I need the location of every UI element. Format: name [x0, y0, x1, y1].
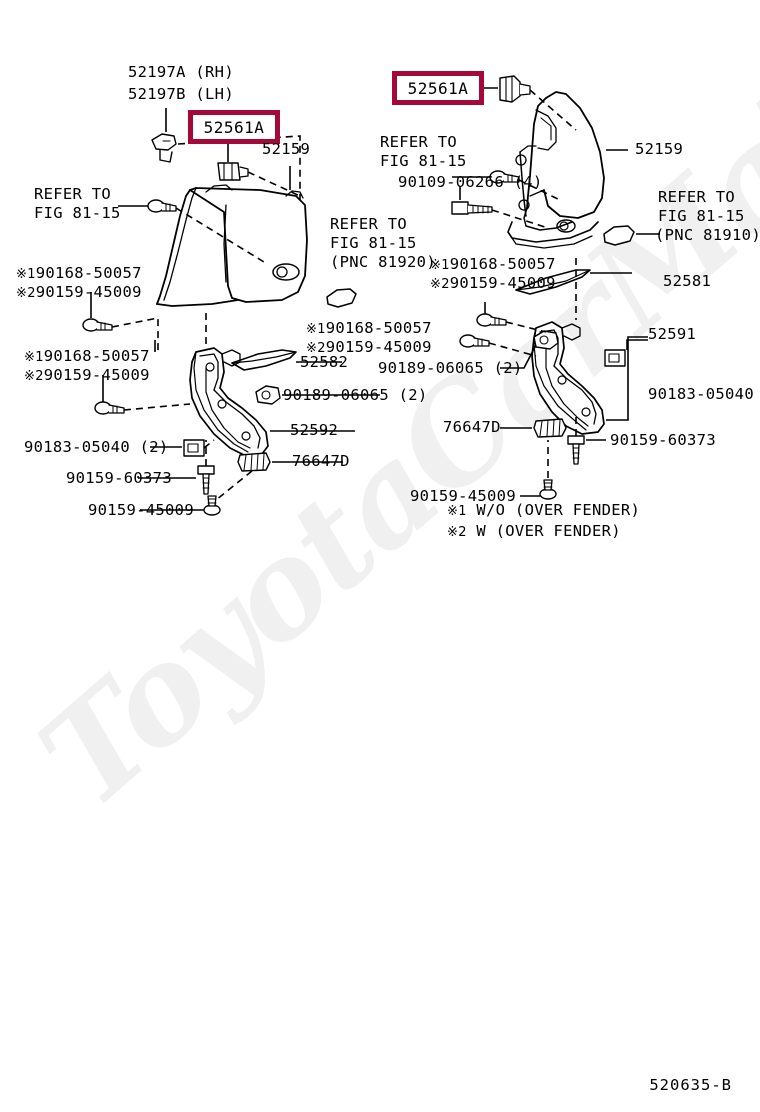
fastener-52561a-right [499, 75, 531, 103]
part-pnc-81920 [326, 288, 357, 308]
label-90183-right: 90183-05040 (2) [648, 385, 754, 403]
label-90159-60373-left: 90159-60373 [66, 469, 172, 487]
label-refer-right-mid-line1: REFER TO [658, 188, 736, 206]
label-mark1-b-value: 90168-50057 [325, 319, 432, 337]
fastener-mk-left-b [94, 401, 125, 415]
label-mark2-c-value: 90159-45009 [43, 366, 150, 384]
label-76647d-left: 76647D [292, 452, 350, 470]
highlight-callout-52561a-right[interactable]: 52561A [392, 71, 484, 105]
label-90159-60373-right: 90159-60373 [610, 431, 716, 449]
label-90159-45009-left: 90159-45009 [88, 501, 194, 519]
fastener-90159-60373-left [197, 465, 215, 495]
label-refer-right-mid-line3: (PNC 81910) [655, 226, 760, 244]
reference-mark-1-b: ※1 [306, 322, 326, 337]
label-refer-left-mid-line1: REFER TO [330, 215, 408, 233]
left-bumper-corner [156, 184, 308, 307]
part-52591-bracket [531, 321, 605, 435]
legend-text-1: W/O (OVER FENDER) [476, 501, 641, 519]
fastener-52561a-left [217, 162, 249, 181]
label-90159-45009-right: 90159-45009 [410, 487, 516, 505]
legend-line-2: ※2 W (OVER FENDER) [447, 522, 621, 542]
label-mark2-a-value: 90159-45009 [35, 283, 142, 301]
label-90189-right: 90189-06065 (2) [378, 359, 523, 377]
reference-mark-1-c: ※1 [24, 350, 44, 365]
fastener-90159-60373-right [567, 435, 585, 465]
fastener-90189-right [533, 330, 559, 350]
label-52592: 52592 [290, 421, 339, 439]
fastener-90159-45009-left [203, 495, 221, 516]
assembly-lines [111, 89, 577, 501]
label-52582: 52582 [300, 353, 349, 371]
label-90189-left: 90189-06065 (2) [283, 386, 428, 404]
leader-lines [90, 87, 660, 511]
label-refer-left-mid-line2: FIG 81-15 [330, 234, 417, 252]
fastener-52197-clip [151, 133, 177, 163]
label-mark1-c-value: 90168-50057 [43, 347, 150, 365]
fastener-mk-right-a [476, 313, 507, 327]
part-52592-bracket [189, 347, 269, 457]
label-refer-right-top-line1: REFER TO [380, 133, 458, 151]
fastener-76647d-right [533, 418, 567, 438]
label-mark1-a-value: 90168-50057 [35, 264, 142, 282]
part-52582-blade [231, 349, 297, 371]
label-mark2-d-value: 90159-45009 [449, 274, 556, 292]
label-mark2-a: ※290159-45009 [16, 283, 142, 303]
label-52197a: 52197A (RH) [128, 63, 234, 81]
fastener-90159-45009-right [539, 479, 557, 500]
reference-mark-2: ※2 [16, 286, 36, 301]
legend-line-1: ※1 W/O (OVER FENDER) [447, 501, 640, 521]
right-bumper-corner [507, 91, 605, 249]
label-90183-left: 90183-05040 (2) [24, 438, 169, 456]
label-52581: 52581 [663, 272, 712, 290]
label-mark1-d: ※190168-50057 [430, 255, 556, 275]
label-mark2-b-value: 90159-45009 [325, 338, 432, 356]
label-mark1-a: ※190168-50057 [16, 264, 142, 284]
label-52159-left: 52159 [262, 140, 311, 158]
label-52159-right: 52159 [635, 140, 684, 158]
label-52197b: 52197B (LH) [128, 85, 234, 103]
legend-text-2: W (OVER FENDER) [476, 522, 621, 540]
label-refer-left-top-line1: REFER TO [34, 185, 112, 203]
reference-mark-2-d: ※2 [430, 277, 450, 292]
fastener-90109-bolt [451, 201, 493, 215]
fastener-76647d-left [237, 452, 271, 472]
label-mark2-d: ※290159-45009 [430, 274, 556, 294]
reference-mark-1-d: ※1 [430, 258, 450, 273]
legend-mark-2: ※2 [447, 525, 467, 540]
fastener-refer-left-top [147, 199, 177, 213]
reference-mark-1: ※1 [16, 267, 36, 282]
diagram-footer-code: 520635-B [649, 1076, 732, 1094]
fastener-90183-left [183, 439, 205, 457]
label-mark2-c: ※290159-45009 [24, 366, 150, 386]
fastener-90189-left [255, 385, 281, 405]
highlight-callout-52561a-left[interactable]: 52561A [188, 110, 280, 144]
fastener-mk-left-a [82, 318, 113, 332]
reference-mark-2-b: ※2 [306, 341, 326, 356]
label-refer-left-top-line2: FIG 81-15 [34, 204, 121, 222]
label-mark1-d-value: 90168-50057 [449, 255, 556, 273]
label-refer-left-mid-line3: (PNC 81920) [330, 253, 436, 271]
label-mark2-b: ※290159-45009 [306, 338, 432, 358]
label-76647d-right: 76647D [443, 418, 501, 436]
fastener-mk-right-b [459, 334, 490, 348]
fastener-90183-right [604, 349, 626, 367]
label-mark1-b: ※190168-50057 [306, 319, 432, 339]
legend-mark-1: ※1 [447, 504, 467, 519]
label-52591: 52591 [648, 325, 697, 343]
label-90109: 90109-06266 (4) [398, 173, 543, 191]
label-refer-right-top-line2: FIG 81-15 [380, 152, 467, 170]
label-mark1-c: ※190168-50057 [24, 347, 150, 367]
part-pnc-81910 [603, 225, 635, 246]
label-refer-right-mid-line2: FIG 81-15 [658, 207, 745, 225]
reference-mark-2-c: ※2 [24, 369, 44, 384]
